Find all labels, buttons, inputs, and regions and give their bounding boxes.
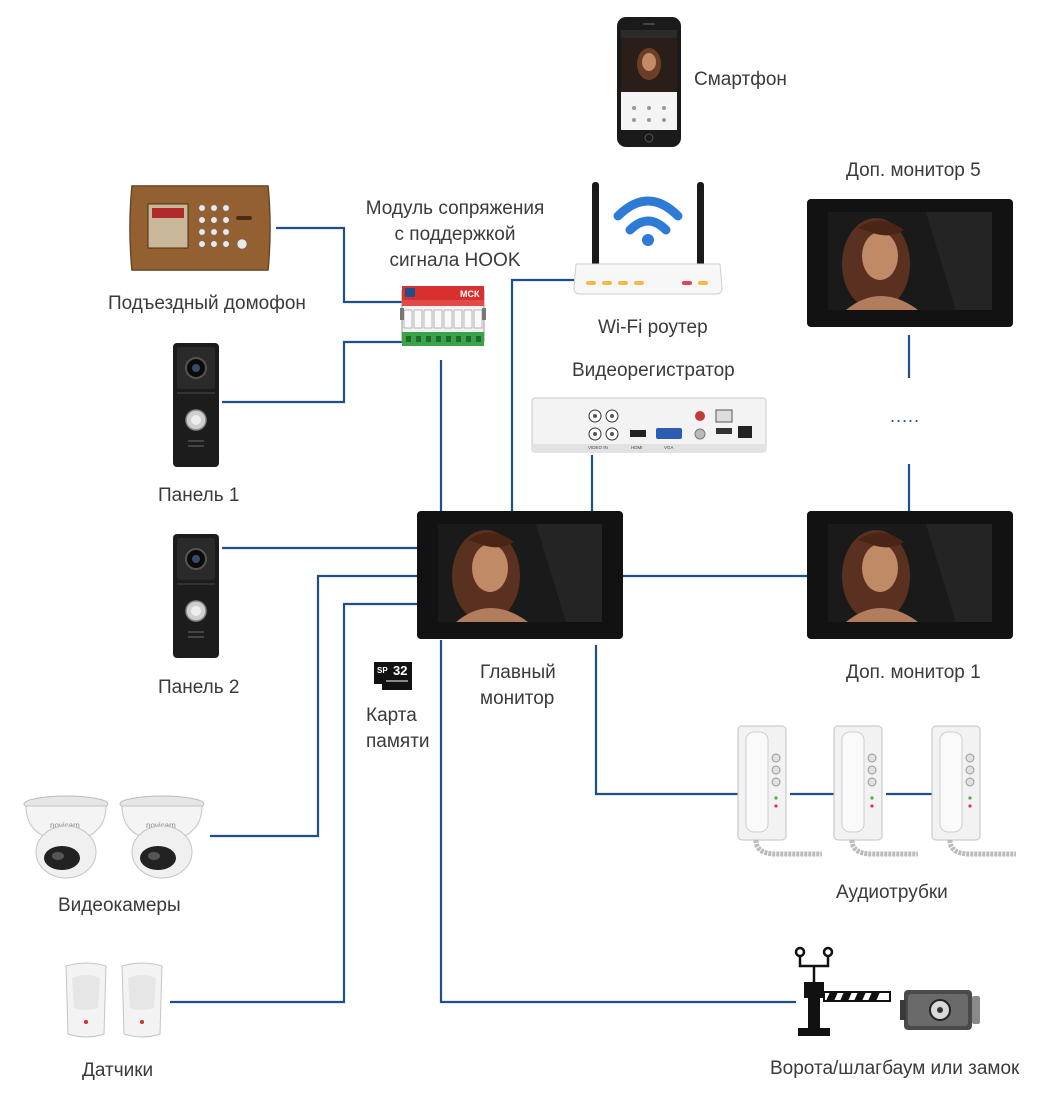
router-label: Wi-Fi роутер bbox=[598, 317, 708, 338]
cameras-label: Видеокамеры bbox=[58, 895, 181, 916]
wire-cameras-monitor bbox=[210, 574, 418, 838]
memory-card-label: Карта памяти bbox=[366, 705, 430, 752]
handsets-device bbox=[736, 722, 1022, 864]
wire-sensors-monitor bbox=[170, 602, 418, 1004]
module-brand-text: МСК bbox=[460, 289, 480, 299]
dvr-port-vga: VGA bbox=[664, 445, 674, 450]
monitor1-label: Доп. монитор 1 bbox=[846, 662, 981, 683]
main-monitor-label: Главный монитор bbox=[480, 662, 556, 709]
wifi-router-device bbox=[572, 180, 724, 298]
monitor1-device bbox=[806, 510, 1014, 640]
wire-panel1-module bbox=[222, 340, 402, 404]
sd-card-capacity: 32 bbox=[393, 663, 407, 678]
electric-lock-device bbox=[900, 986, 982, 1034]
gate-label: Ворота/шлагбаум или замок bbox=[770, 1058, 1020, 1079]
gate-barrier-icon bbox=[792, 944, 892, 1040]
entrance-intercom-label: Подъездный домофон bbox=[108, 293, 306, 314]
sd-card-brand: SP bbox=[377, 666, 388, 675]
panel2-device bbox=[172, 533, 220, 659]
handsets-label: Аудиотрубки bbox=[836, 882, 948, 903]
smartphone-label: Смартфон bbox=[694, 69, 787, 90]
dvr-port-hdmi: HDMI bbox=[631, 445, 643, 450]
camera2-brand: novicam bbox=[146, 821, 176, 830]
wire-intercom-module bbox=[276, 226, 402, 304]
memory-card-device: SP 32 bbox=[372, 660, 414, 692]
wire-monitor-handsets bbox=[594, 645, 740, 796]
dvr-device: VIDEO IN HDMI VGA bbox=[530, 396, 768, 454]
dvr-label: Видеорегистратор bbox=[572, 360, 735, 381]
entrance-intercom-device bbox=[126, 182, 274, 274]
wire-router-monitor bbox=[510, 278, 574, 512]
dvr-port-video: VIDEO IN bbox=[588, 445, 608, 450]
interface-module-device: МСК bbox=[400, 284, 486, 360]
monitor5-label: Доп. монитор 5 bbox=[846, 160, 981, 181]
sensors-label: Датчики bbox=[82, 1060, 154, 1081]
module-label: Модуль сопряжения с поддержкой сигнала H… bbox=[365, 198, 545, 271]
monitors-ellipsis: ..... bbox=[890, 406, 921, 426]
wire-monitor-gate bbox=[439, 640, 796, 1004]
panel1-device bbox=[172, 342, 220, 468]
sensors-device bbox=[62, 962, 172, 1042]
monitor5-device bbox=[806, 198, 1014, 328]
panel1-label: Панель 1 bbox=[158, 485, 240, 506]
smartphone-device bbox=[616, 16, 682, 148]
panel2-label: Панель 2 bbox=[158, 677, 240, 698]
camera1-brand: novicam bbox=[50, 821, 80, 830]
cameras-device: novicam novicam bbox=[20, 794, 212, 884]
main-monitor-device bbox=[416, 510, 624, 640]
